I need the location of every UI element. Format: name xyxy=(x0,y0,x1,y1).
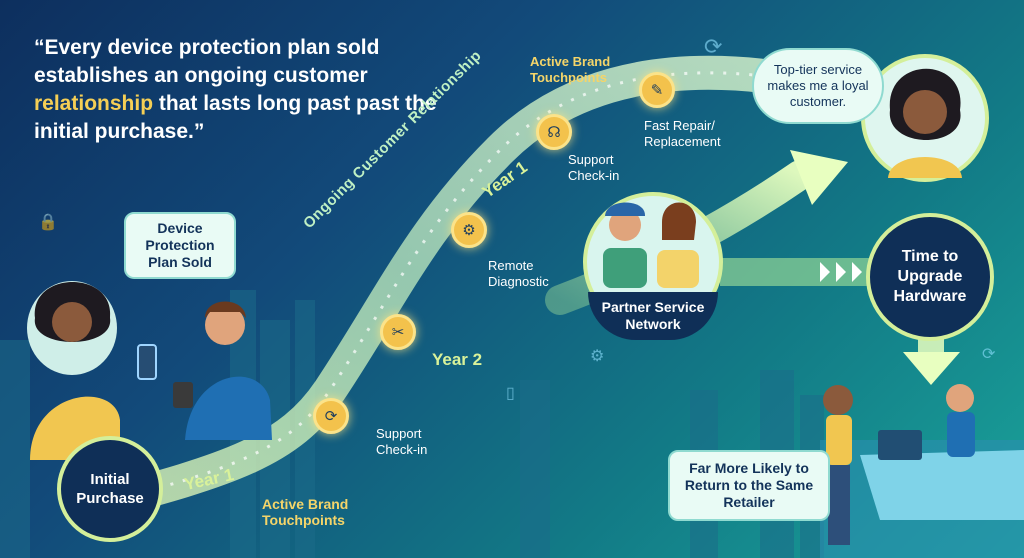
fast-repair-label: Fast Repair/ Replacement xyxy=(644,118,721,149)
associate-illustration xyxy=(173,301,272,440)
year2-label: Year 2 xyxy=(432,350,483,369)
plan-sold-bubble: Device Protection Plan Sold xyxy=(124,212,236,279)
lock-icon: 🔒 xyxy=(38,214,58,231)
support-checkin-bottom-label: Support Check-in xyxy=(376,426,428,457)
diagnostic-icon: ⚙ xyxy=(451,212,487,248)
partner-network-label: Partner Service Network xyxy=(588,292,718,340)
wrench-icon: ✎ xyxy=(639,72,675,108)
headline-quote: “Every device protection plan sold estab… xyxy=(34,34,454,146)
quote-highlight: relationship xyxy=(34,92,154,115)
upgrade-node: Time to Upgrade Hardware xyxy=(866,213,994,341)
brand-touchpoints-bottom-label: Active Brand Touchpoints xyxy=(262,496,349,528)
quote-part-close: that lasts long past past the initial pu… xyxy=(34,92,437,143)
support-checkin-top-label: Support Check-in xyxy=(568,152,620,183)
phone-icon: ▯ xyxy=(506,385,515,402)
return-bubble: Far More Likely to Return to the Same Re… xyxy=(668,450,830,521)
remote-diagnostic-label: Remote Diagnostic xyxy=(488,258,549,289)
tools-icon: ✂ xyxy=(380,314,416,350)
testimonial-illustration xyxy=(861,54,989,182)
settings-icon: ⚙ xyxy=(590,348,605,365)
sync-icon: ⟳ xyxy=(313,398,349,434)
quote-part-open: “Every device protection plan sold estab… xyxy=(34,36,380,87)
brand-touchpoints-top-label: Active Brand Touchpoints xyxy=(530,54,611,85)
refresh-icon: ⟳ xyxy=(704,34,723,59)
testimonial-bubble: Top-tier service makes me a loyal custom… xyxy=(752,48,884,124)
initial-purchase-node: Initial Purchase xyxy=(57,436,163,542)
relationship-path xyxy=(78,55,797,522)
store-illustration xyxy=(820,384,1024,558)
headset-icon: ☊ xyxy=(536,114,572,150)
customer-illustration xyxy=(27,281,157,460)
sync-store-icon: ⟳ xyxy=(982,346,996,363)
